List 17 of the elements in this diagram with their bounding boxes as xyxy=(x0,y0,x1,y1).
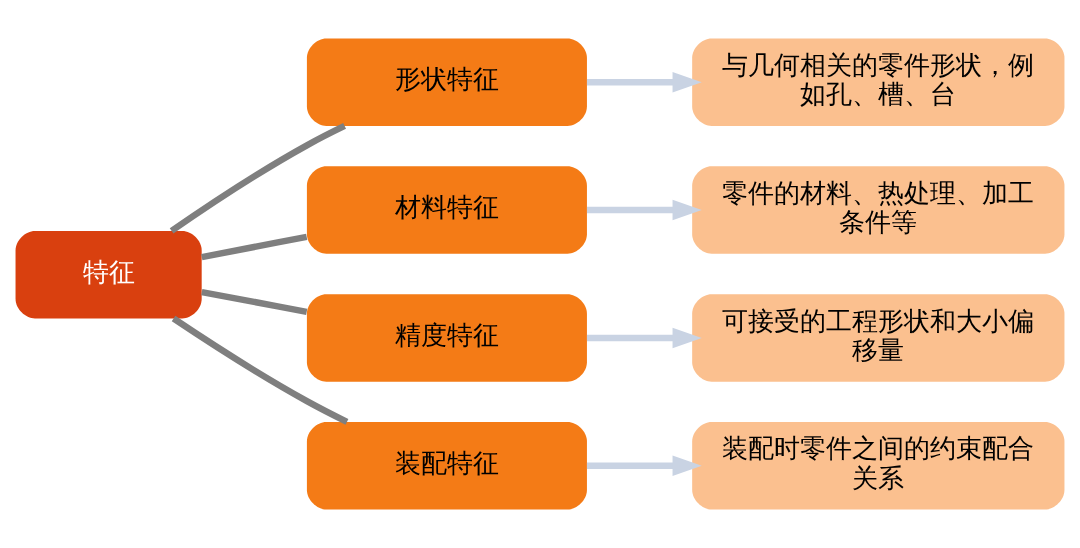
node-box: 材料特征 xyxy=(306,166,587,254)
connector xyxy=(201,288,308,315)
connector xyxy=(169,123,347,234)
node-box: 精度特征 xyxy=(306,294,587,382)
node-box: 特征 xyxy=(15,231,202,319)
connector xyxy=(171,315,349,425)
node-box: 装配特征 xyxy=(306,422,587,510)
connector xyxy=(201,233,308,261)
arrow xyxy=(586,71,702,93)
node-box: 可接受的工程形状和大小偏移量 xyxy=(692,294,1065,382)
arrow xyxy=(586,327,702,349)
node-box: 与几何相关的零件形状，例如孔、槽、台 xyxy=(692,38,1065,126)
node-box: 装配时零件之间的约束配合关系 xyxy=(692,422,1065,510)
arrow xyxy=(586,455,702,477)
node-box: 形状特征 xyxy=(306,38,587,126)
arrow xyxy=(586,199,702,221)
node-box: 零件的材料、热处理、加工条件等 xyxy=(692,166,1065,254)
